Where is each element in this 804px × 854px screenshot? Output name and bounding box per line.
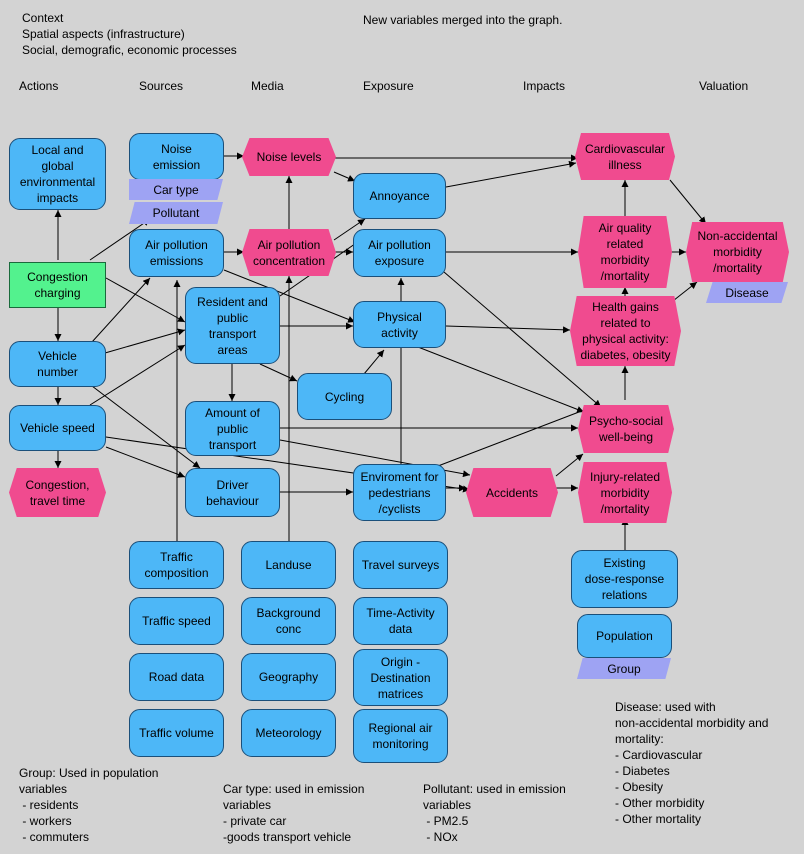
node-group[interactable]: Group [577, 658, 671, 679]
node-annoyance[interactable]: Annoyance [353, 173, 446, 219]
column-valuation: Valuation [699, 79, 749, 93]
node-noise-levels[interactable]: Noise levels [242, 138, 336, 176]
column-sources: Sources [139, 79, 184, 93]
node-physical-activity[interactable]: Physical activity [353, 301, 446, 348]
node-driver-behaviour[interactable]: Driver behaviour [185, 468, 280, 517]
note-pollutant: Pollutant: used in emission variables - … [423, 782, 566, 844]
node-amount-public-transport[interactable]: Amount of public transport [185, 401, 280, 456]
node-time-activity-data[interactable]: Time-Activity data [353, 597, 448, 645]
legend-new-variables: New variables merged into the graph. [363, 13, 563, 27]
node-noise-emission[interactable]: Noise emission [129, 133, 224, 180]
node-health-gains[interactable]: Health gains related to physical activit… [570, 296, 681, 366]
column-exposure: Exposure [363, 79, 414, 93]
node-cardiovascular-illness[interactable]: Cardiovascular illness [575, 133, 675, 180]
node-traffic-volume[interactable]: Traffic volume [129, 709, 224, 757]
legend-spatial: Spatial aspects (infrastructure) [22, 27, 185, 41]
node-environment-pedestrians[interactable]: Enviroment for pedestrians /cyclists [353, 464, 446, 521]
node-cycling[interactable]: Cycling [297, 373, 392, 420]
node-regional-air-monitoring[interactable]: Regional air monitoring [353, 709, 448, 763]
node-pollutant[interactable]: Pollutant [129, 202, 223, 224]
node-traffic-composition[interactable]: Traffic composition [129, 541, 224, 589]
node-air-pollution-emissions[interactable]: Air pollution emissions [129, 229, 224, 277]
node-road-data[interactable]: Road data [129, 653, 224, 701]
node-congestion-travel-time[interactable]: Congestion, travel time [9, 468, 106, 517]
node-injury-morbidity[interactable]: Injury-related morbidity /mortality [578, 462, 672, 523]
legend-context: Context [22, 11, 64, 25]
note-group: Group: Used in population variables - re… [19, 766, 159, 844]
node-disease[interactable]: Disease [706, 282, 788, 303]
node-air-quality-morbidity[interactable]: Air quality related morbidity /mortality [578, 216, 672, 288]
node-travel-surveys[interactable]: Travel surveys [353, 541, 448, 589]
node-population[interactable]: Population [577, 614, 672, 658]
node-geography[interactable]: Geography [241, 653, 336, 701]
column-actions: Actions [19, 79, 59, 93]
node-vehicle-speed[interactable]: Vehicle speed [9, 405, 106, 451]
node-landuse[interactable]: Landuse [241, 541, 336, 589]
node-resident-transport-areas[interactable]: Resident and public transport areas [185, 287, 280, 364]
node-non-accidental-morbidity[interactable]: Non-accidental morbidity /mortality [686, 222, 789, 282]
legend-social: Social, demografic, economic processes [22, 43, 237, 57]
note-car-type: Car type: used in emission variables - p… [223, 782, 365, 844]
note-disease: Disease: used with non-accidental morbid… [615, 700, 769, 826]
node-background-conc[interactable]: Background conc [241, 597, 336, 645]
node-origin-destination[interactable]: Origin - Destination matrices [353, 649, 448, 706]
node-car-type[interactable]: Car type [129, 179, 223, 200]
node-traffic-speed[interactable]: Traffic speed [129, 597, 224, 645]
node-meteorology[interactable]: Meteorology [241, 709, 336, 757]
node-local-global-impacts[interactable]: Local and global environmental impacts [9, 138, 106, 210]
node-congestion-charging[interactable]: Congestion charging [9, 262, 106, 308]
node-air-pollution-exposure[interactable]: Air pollution exposure [353, 229, 446, 277]
node-psycho-social[interactable]: Psycho-social well-being [578, 405, 674, 453]
node-accidents[interactable]: Accidents [466, 468, 558, 517]
node-air-pollution-concentration[interactable]: Air pollution concentration [242, 229, 336, 276]
column-impacts: Impacts [523, 79, 566, 93]
node-vehicle-number[interactable]: Vehicle number [9, 341, 106, 387]
node-dose-response[interactable]: Existing dose-response relations [571, 550, 678, 608]
column-media: Media [251, 79, 284, 93]
